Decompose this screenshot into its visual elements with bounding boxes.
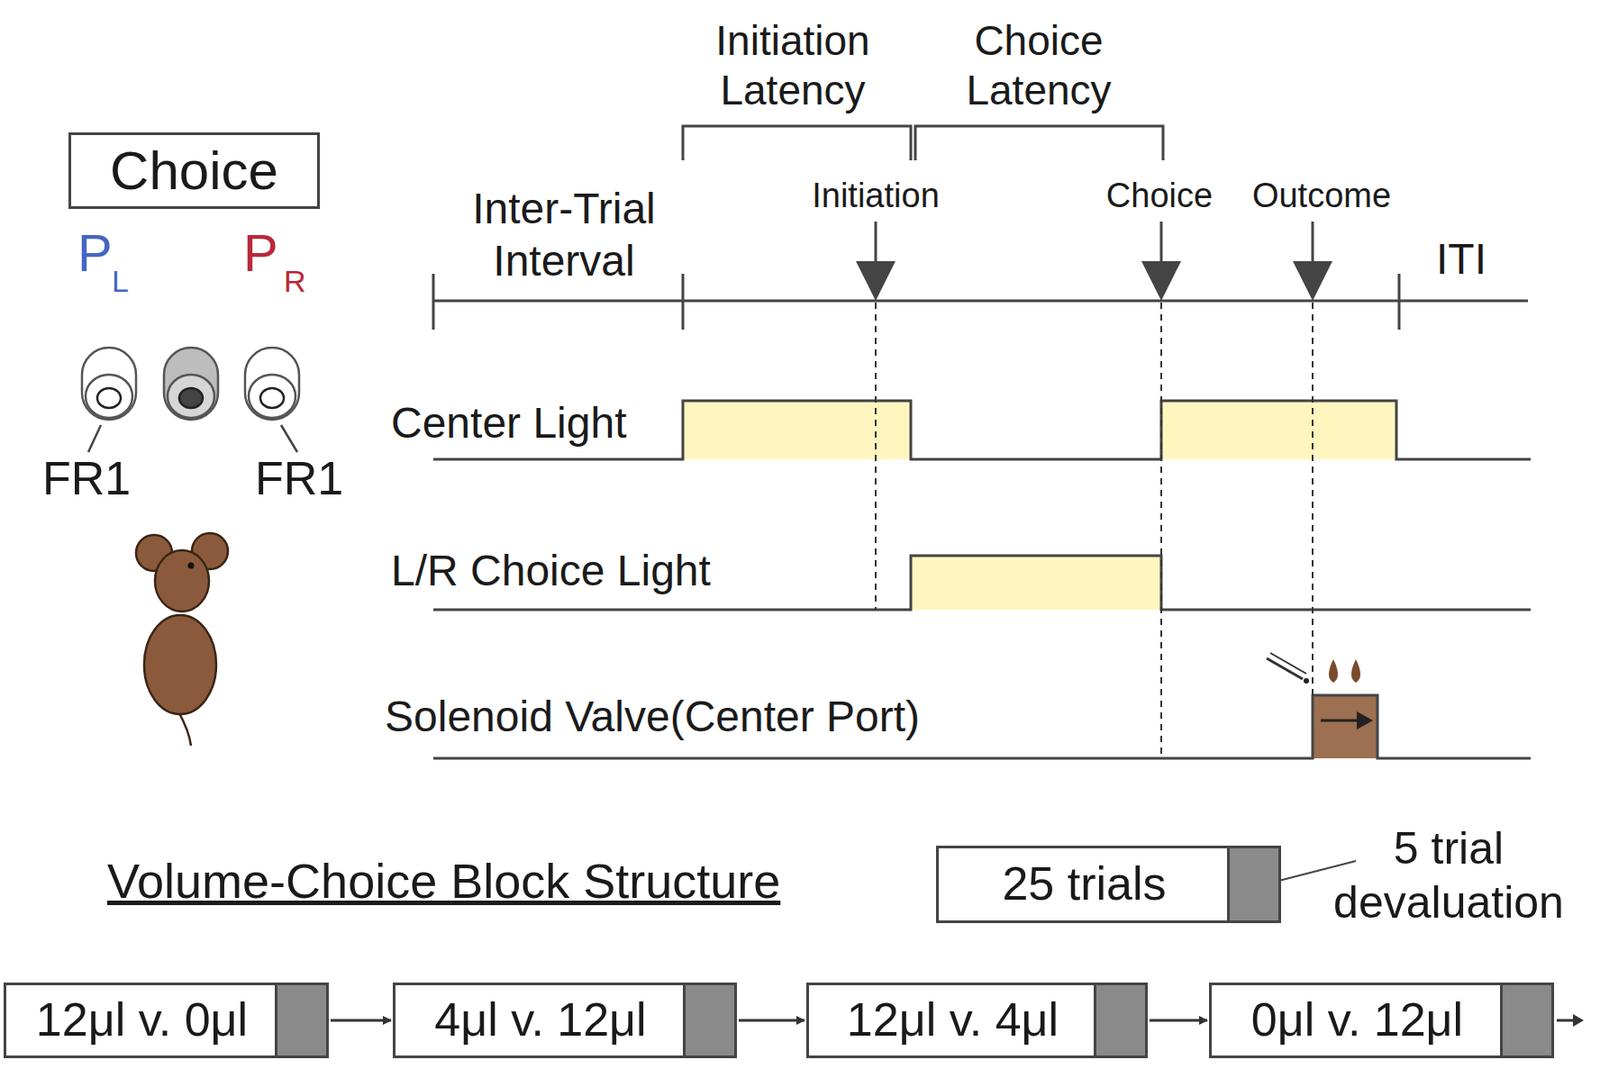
pipette xyxy=(1270,653,1307,674)
center-port xyxy=(163,347,219,420)
box-text: 0μl v. 12μl xyxy=(1251,993,1464,1048)
trailing-arrow-head xyxy=(1572,1014,1584,1028)
drop xyxy=(1351,659,1361,683)
label: P xyxy=(77,221,113,285)
drop xyxy=(1328,659,1338,683)
port-hole xyxy=(179,388,203,409)
block-key: 25 trials xyxy=(936,845,1282,924)
label: Initiation Latency xyxy=(684,16,901,116)
label: FR1 xyxy=(254,450,344,507)
label: Volume-Choice Block Structure xyxy=(107,852,781,911)
port-face xyxy=(167,374,215,419)
leader-line xyxy=(281,425,298,453)
label: L xyxy=(111,263,129,300)
mouse-head xyxy=(154,550,210,612)
dashed-guide xyxy=(874,302,877,610)
port-face xyxy=(248,374,296,419)
side-port xyxy=(245,347,300,420)
arrow-head xyxy=(1292,261,1333,301)
label: Center Light xyxy=(390,397,628,450)
block-box: 4μl v. 12μl xyxy=(392,982,737,1059)
dashed-guide xyxy=(1311,302,1314,696)
dashed-guide xyxy=(1160,302,1163,759)
block-arrow xyxy=(1149,1019,1208,1023)
block-box: 12μl v. 4μl xyxy=(806,982,1148,1059)
box-text: 12μl v. 4μl xyxy=(846,993,1059,1048)
valve-arrow xyxy=(1320,719,1359,723)
label: P xyxy=(243,221,279,285)
valve-arrow-head xyxy=(1356,711,1373,730)
label: FR1 xyxy=(42,450,131,507)
label: Choice xyxy=(1106,175,1213,218)
box-text: Choice xyxy=(109,139,279,202)
block-box: 12μl v. 0μl xyxy=(3,982,329,1059)
leader-line xyxy=(88,425,101,453)
bracket xyxy=(915,126,1164,161)
label: Solenoid Valve(Center Port) xyxy=(384,690,920,744)
label: Outcome xyxy=(1252,175,1391,218)
devaluation-segment xyxy=(1500,985,1552,1056)
label: ITI xyxy=(1436,233,1487,286)
box-text: 12μl v. 0μl xyxy=(36,993,248,1048)
devaluation-segment xyxy=(274,985,327,1056)
box-text: 4μl v. 12μl xyxy=(434,993,646,1048)
trailing-arrow xyxy=(1556,1019,1575,1023)
side-port xyxy=(81,347,137,420)
light-on xyxy=(1161,400,1397,460)
label: Choice Latency xyxy=(930,16,1147,116)
axis-tick xyxy=(1398,273,1401,330)
label: 5 trial devaluation xyxy=(1313,821,1584,930)
label: R xyxy=(283,263,307,300)
port-hole xyxy=(260,388,284,409)
mouse-tail xyxy=(178,711,191,746)
task-box: Choice xyxy=(68,132,320,210)
port-face xyxy=(85,374,133,419)
valve-pulse xyxy=(1312,695,1378,759)
block-box: 0μl v. 12μl xyxy=(1209,982,1555,1059)
axis-tick xyxy=(681,273,685,330)
light-on xyxy=(682,400,911,460)
devaluation-segment xyxy=(1093,985,1146,1056)
devaluation-segment xyxy=(1227,848,1279,921)
arrow-head xyxy=(1141,261,1182,301)
light-on xyxy=(910,555,1162,610)
box-text: 25 trials xyxy=(1001,857,1166,912)
pipette-tip xyxy=(1303,678,1310,684)
port-hole xyxy=(97,388,121,409)
block-arrow xyxy=(738,1019,805,1023)
arrow-head xyxy=(855,261,896,301)
label: Inter-Trial Interval xyxy=(446,182,682,287)
axis-tick xyxy=(432,273,436,330)
bracket xyxy=(682,126,911,161)
mouse-body xyxy=(144,615,217,715)
time-axis xyxy=(433,300,1528,303)
mouse-eye xyxy=(188,563,195,570)
label: Initiation xyxy=(811,175,940,218)
devaluation-segment xyxy=(682,985,735,1056)
block-arrow xyxy=(330,1019,391,1023)
label: L/R Choice Light xyxy=(390,545,711,598)
